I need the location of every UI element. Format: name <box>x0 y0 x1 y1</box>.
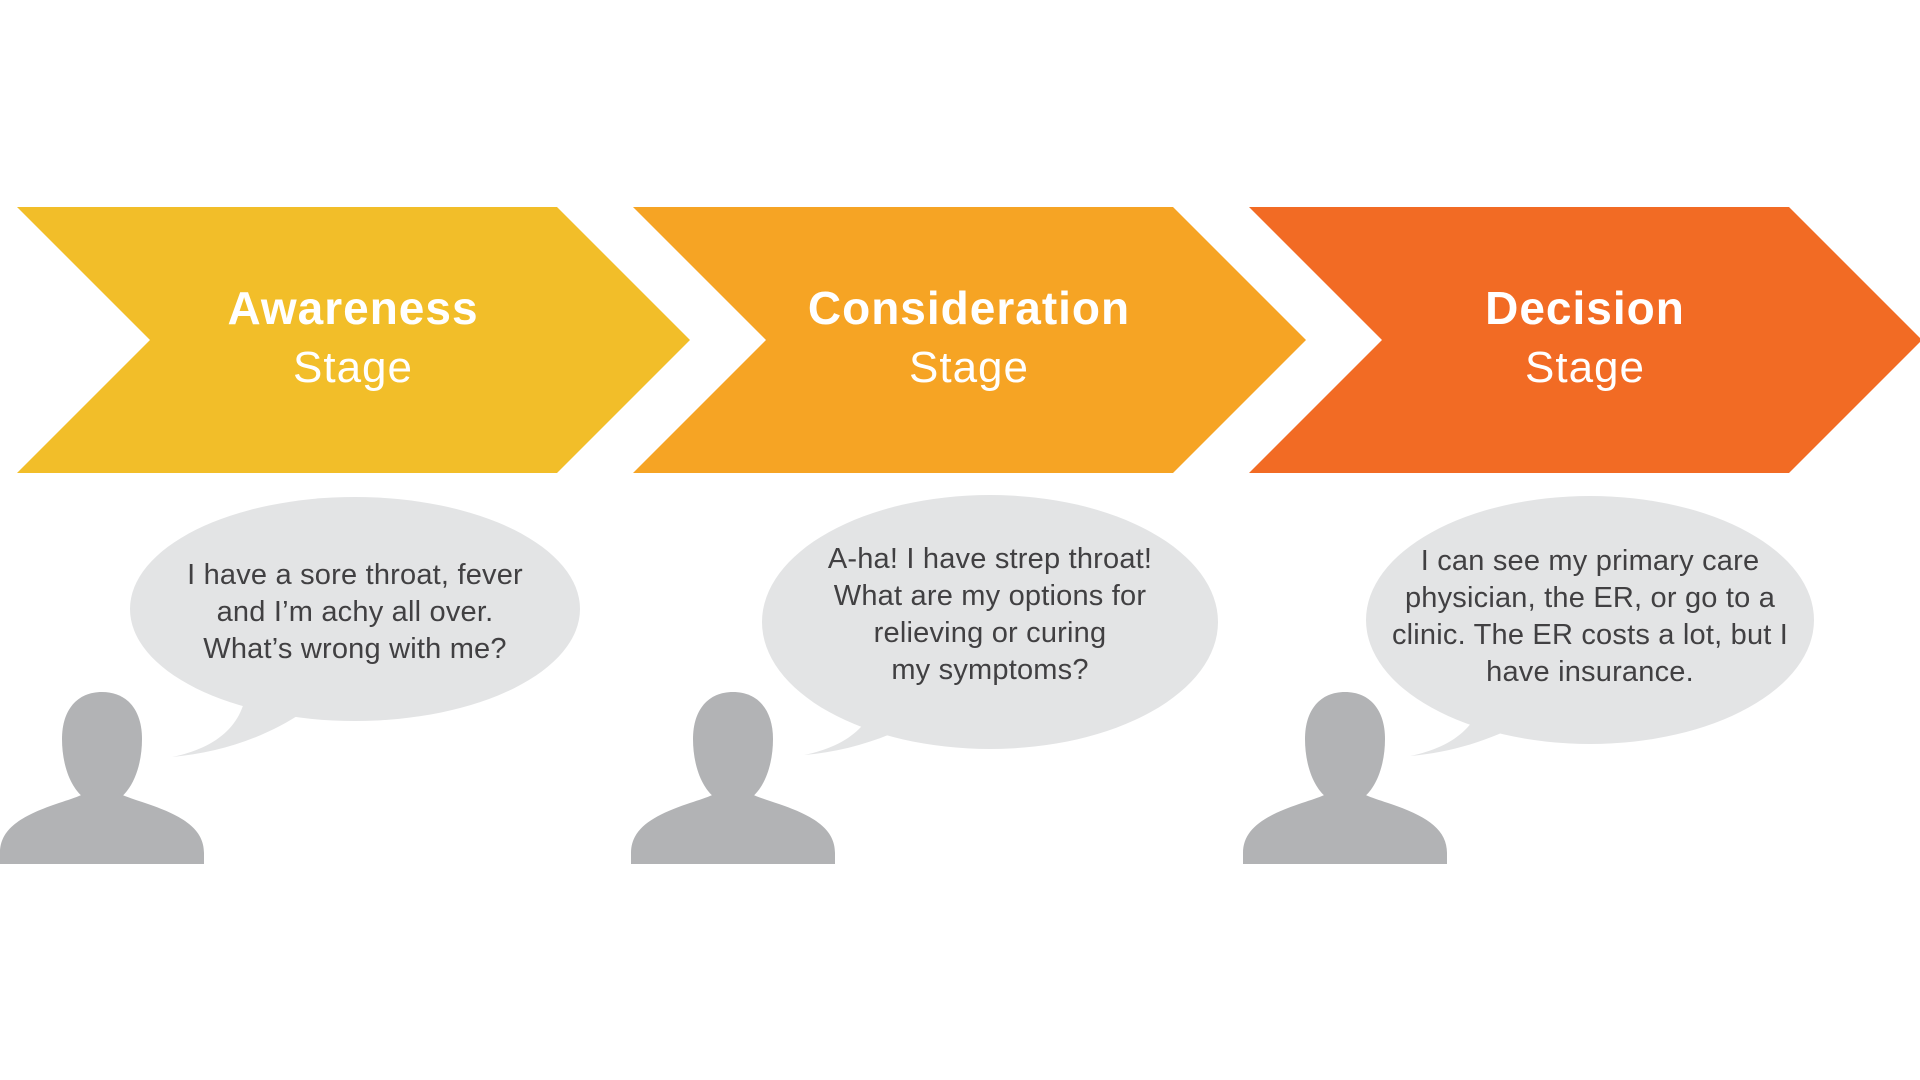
person-body-icon <box>1243 788 1447 864</box>
speech-bubble <box>762 495 1218 749</box>
person-body-icon <box>631 788 835 864</box>
decision-arrow-shape <box>1249 207 1920 473</box>
speech-bubble <box>1366 496 1814 744</box>
person-body-icon <box>0 788 204 864</box>
consideration-arrow-shape <box>633 207 1306 473</box>
speech-bubble <box>130 497 580 721</box>
person-head-icon <box>693 692 773 805</box>
person-head-icon <box>1305 692 1385 805</box>
awareness-arrow-shape <box>17 207 690 473</box>
person-head-icon <box>62 692 142 805</box>
